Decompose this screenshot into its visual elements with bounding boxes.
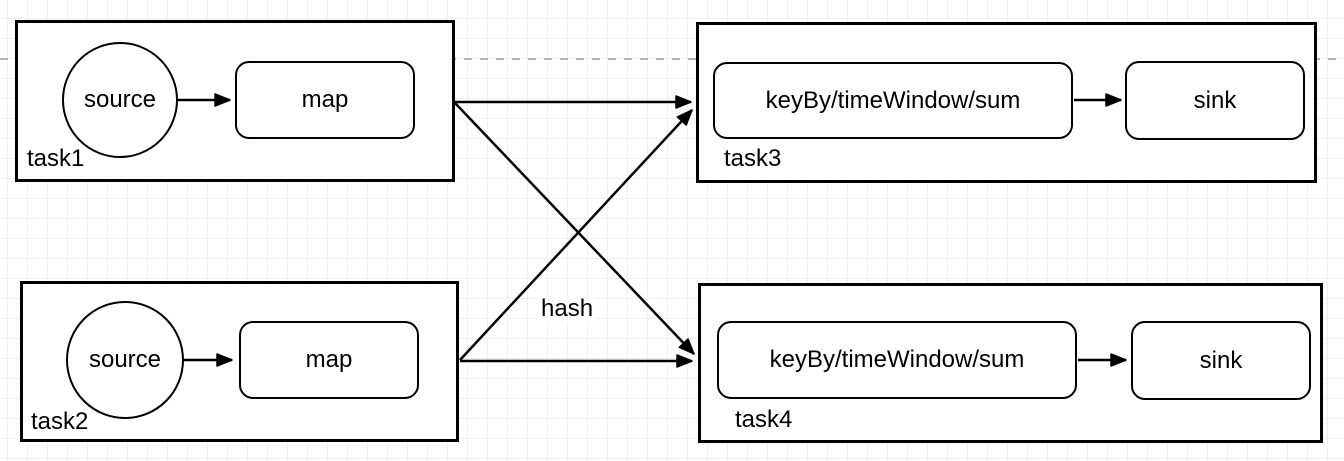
task3-container: keyBy/timeWindow/sum sink task3 <box>696 22 1317 183</box>
task4-operator-label: keyBy/timeWindow/sum <box>769 346 1025 373</box>
task1-map-label: map <box>301 86 349 113</box>
task3-sink-label: sink <box>1193 86 1237 114</box>
task3-label: task3 <box>724 145 782 172</box>
task1-label: task1 <box>27 145 85 172</box>
task2-map-label: map <box>305 346 353 373</box>
task4-container: keyBy/timeWindow/sum sink task4 <box>698 283 1323 443</box>
task3-operator-label: keyBy/timeWindow/sum <box>765 86 1021 114</box>
hash-edge-label: hash <box>539 295 596 322</box>
task2-source-node: source <box>66 301 184 419</box>
task3-sink-node: sink <box>1125 61 1305 140</box>
task4-operator-node: keyBy/timeWindow/sum <box>717 321 1077 399</box>
task1-map-node: map <box>235 61 415 139</box>
edge-task2-to-task3 <box>459 109 693 361</box>
task2-container: source map task2 <box>20 281 459 442</box>
task1-container: source map task1 <box>15 20 455 182</box>
task1-source-node: source <box>62 42 178 158</box>
task4-sink-node: sink <box>1131 321 1311 400</box>
task1-source-label: source <box>83 86 157 113</box>
task2-source-label: source <box>88 346 162 373</box>
task2-label: task2 <box>31 408 89 435</box>
task2-map-node: map <box>239 321 419 399</box>
task3-operator-node: keyBy/timeWindow/sum <box>713 62 1073 139</box>
task4-sink-label: sink <box>1199 346 1243 374</box>
task4-label: task4 <box>735 406 793 433</box>
